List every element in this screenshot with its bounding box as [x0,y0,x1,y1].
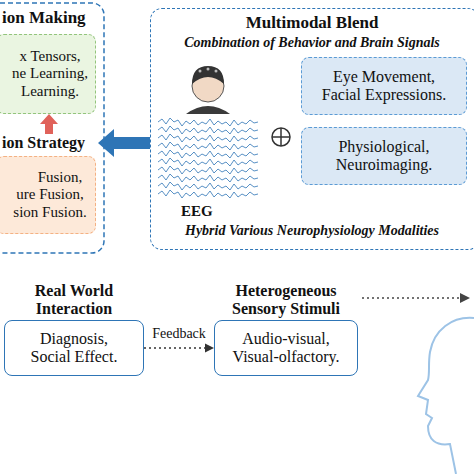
plus-circle [272,128,290,146]
body-text: Physiological, Neuroimaging. [318,138,450,175]
group-caption: Hybrid Various Neurophysiology Modalitie… [153,223,471,239]
dotted-leader [362,297,461,299]
dotted-connector [144,344,214,353]
node-heading: Real World Interaction [4,282,144,318]
dotted-line [144,347,206,349]
node-body: Diagnosis, Social Effect. [4,320,144,376]
eeg-wave [158,118,258,126]
fusion-box: ion StrategyFusion, ure Fusion, sion Fus… [0,134,98,234]
body-text: Fusion, ure Fusion, sion Fusion. [11,169,89,221]
eeg-wave [158,190,258,198]
eeg-wave [158,150,258,158]
node-body: Fusion, ure Fusion, sion Fusion. [0,156,96,234]
stage-box: Real World InteractionDiagnosis, Social … [4,282,144,376]
node-body: Audio-visual, Visual-olfactory. [214,320,358,376]
arrow-head [205,344,214,353]
body-text: Eye Movement, Facial Expressions. [318,68,450,105]
eeg-wave [158,174,258,182]
body-text: Audio-visual, Visual-olfactory. [225,330,347,367]
plus-line [272,136,290,138]
modality-box: Eye Movement, Facial Expressions. [301,57,467,115]
electrode [207,68,210,71]
plus-symbol [270,126,292,148]
eeg-wave [158,142,258,150]
group-subtitle: Combination of Behavior and Brain Signal… [153,35,471,51]
eeg-wave [158,134,258,142]
eeg-illustration [158,56,258,202]
electrode [199,70,202,73]
node-heading: ion Strategy [2,134,98,152]
node-body: x Tensors, ne Learning, Learning. [0,34,96,114]
eeg-wave [158,126,258,134]
node-heading: ion Making [2,8,98,27]
eeg-wave [158,158,258,166]
edge-label: Feedback [134,326,224,342]
eeg-cap [192,66,224,84]
block-arrow [40,114,58,134]
node-heading: Heterogeneous Sensory Stimuli [214,282,358,318]
group-outline [0,3,104,253]
decision-box: ion Making x Tensors, ne Learning, Learni… [0,8,98,114]
body-text: x Tensors, ne Learning, Learning. [11,48,89,100]
eeg-wave [158,166,258,174]
eeg-wave [158,182,258,190]
image-label: EEG [181,203,213,220]
human-silhouette [418,318,474,474]
shoulders [186,106,230,114]
modality-box: Physiological, Neuroimaging. [301,127,467,185]
arrow-head [460,293,470,303]
stage-box: Heterogeneous Sensory StimuliAudio-visua… [214,282,358,376]
block-arrow [98,129,150,157]
electrode [215,70,218,73]
group-title: Multimodal Blend [151,13,473,33]
body-text: Diagnosis, Social Effect. [22,330,126,367]
